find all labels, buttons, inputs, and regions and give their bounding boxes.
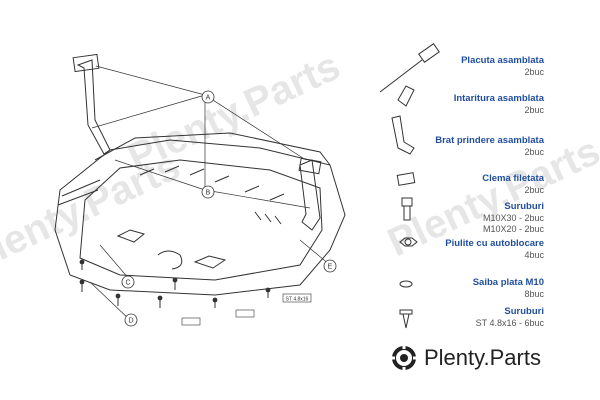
part-qty: 4buc	[524, 249, 544, 260]
skid-plate-front-lip	[94, 132, 331, 166]
mount-pad	[116, 229, 146, 243]
part-name: Brat prindere asamblata	[435, 135, 544, 146]
part-qty: 2buc	[524, 184, 544, 195]
callout-c	[121, 275, 135, 289]
gear-cog-icon	[390, 344, 418, 372]
part-name: Suruburi	[504, 201, 544, 212]
plentyparts-logo: Plenty.Parts	[390, 344, 541, 372]
part-saiba: Saiba plata M10 8buc	[473, 277, 544, 300]
part-washer-sketch	[399, 280, 413, 288]
callout-e-label: E	[328, 264, 333, 271]
plate-right	[298, 157, 322, 175]
part-brat: Brat prindere asamblata 2buc	[435, 135, 544, 158]
callout-e	[323, 259, 337, 273]
bracket-left	[76, 59, 111, 155]
plate-left	[72, 53, 100, 73]
part-suruburi-st: Suruburi ST 4.8x16 - 6buc	[476, 306, 544, 329]
part-name: Saiba plata M10	[472, 277, 544, 288]
callout-b	[201, 185, 215, 199]
stamp-label: ST 4.8x16	[286, 297, 309, 303]
part-clema: Clema filetata 2buc	[482, 173, 544, 196]
mount-pad	[193, 255, 227, 269]
part-qty: 2buc	[524, 66, 544, 77]
part-name: Clema filetata	[482, 173, 544, 184]
skid-plate-inner-edge	[79, 159, 323, 281]
part-name: Suruburi	[504, 306, 544, 317]
part-qty: M10X20 - 2buc	[482, 224, 544, 235]
part-suruburi-m10: Suruburi M10X30 - 2buc M10X20 - 2buc	[483, 201, 544, 235]
part-plate-sketch	[379, 59, 423, 93]
part-bracket-sketch	[391, 115, 415, 155]
part-qty: M10X30 - 2buc	[482, 212, 544, 223]
part-intaritura: Intaritura asamblata 2buc	[454, 93, 544, 116]
skid-plate	[54, 139, 346, 296]
logo-text: Plenty.Parts	[424, 345, 541, 370]
part-placuta: Placuta asamblata 2buc	[461, 55, 544, 78]
part-reinforcement-sketch	[397, 85, 415, 107]
part-nut-sketch	[399, 237, 418, 247]
part-bolt-sketch	[401, 197, 413, 221]
part-name: Piulite cu autoblocare	[445, 238, 544, 249]
callout-a	[201, 90, 215, 104]
part-qty: 2buc	[524, 104, 544, 115]
part-piulite: Piulite cu autoblocare 4buc	[445, 238, 544, 261]
callout-d-label: D	[128, 318, 133, 325]
part-clip-sketch	[396, 172, 416, 186]
callout-b-label: B	[206, 190, 211, 197]
part-screw-sketch	[399, 309, 413, 329]
callout-d	[124, 313, 138, 327]
part-qty: 8buc	[524, 288, 544, 299]
part-qty: ST 4.8x16 - 6buc	[475, 317, 544, 328]
callout-a-label: A	[206, 95, 211, 102]
callout-c-label: C	[125, 280, 130, 287]
part-qty: 2buc	[524, 146, 544, 157]
part-name: Placuta asamblata	[461, 55, 544, 66]
part-name: Intaritura asamblata	[453, 93, 544, 104]
